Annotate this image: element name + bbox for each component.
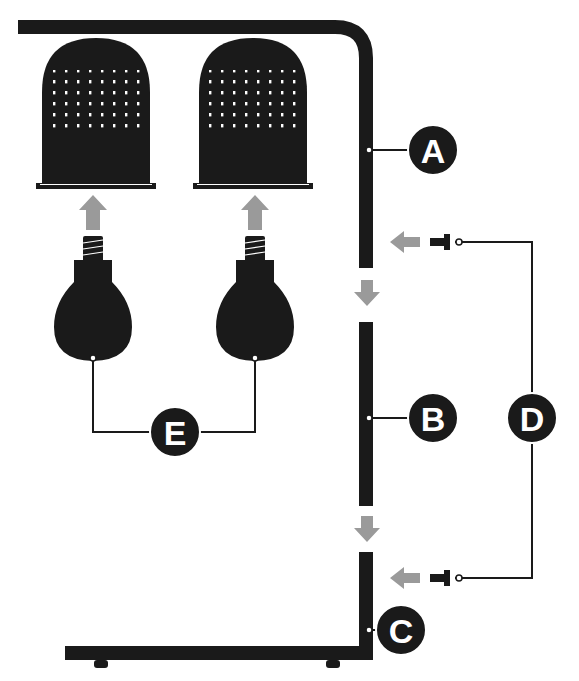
assembly-arrow [79, 195, 269, 230]
stand-base-section [65, 552, 366, 653]
callout-letter: E [164, 416, 187, 450]
callout-disc [150, 125, 557, 655]
leader-dot [366, 147, 462, 633]
stand-top-section [20, 27, 366, 268]
assembly-arrow [354, 280, 380, 542]
callout-letter: D [520, 402, 545, 436]
light-bulb [216, 236, 294, 361]
callout-letter: A [421, 134, 446, 168]
lamp-shade [36, 38, 156, 189]
callout-letter: C [389, 614, 414, 648]
leader-line [93, 150, 532, 630]
foot [326, 660, 340, 668]
foot [94, 660, 108, 668]
lamp-shade [193, 38, 313, 189]
callout-letter: B [421, 402, 446, 436]
stand-middle-section [359, 322, 373, 506]
light-bulb [54, 236, 132, 361]
